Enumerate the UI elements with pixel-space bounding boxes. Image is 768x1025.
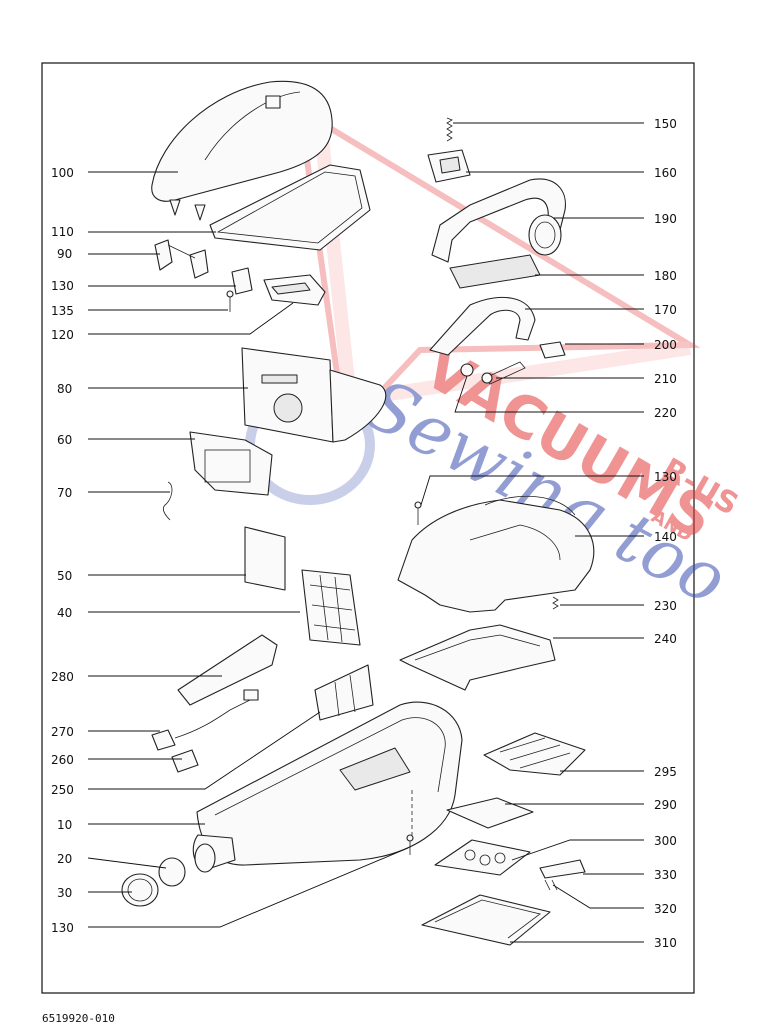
part-180-plate: [449, 254, 541, 289]
label-110: 110: [51, 225, 74, 239]
label-270: 270: [51, 725, 74, 739]
label-320: 320: [654, 902, 677, 916]
watermark-v-shape: [296, 104, 701, 437]
part-310-cover: [421, 894, 551, 946]
part-30-ring: [121, 873, 159, 907]
labels-left: 100 110 90 130 135 120 80 60 70 50 40 28…: [51, 166, 74, 935]
label-90: 90: [57, 247, 72, 261]
label-180: 180: [654, 269, 677, 283]
label-290: 290: [654, 798, 677, 812]
label-120: 120: [51, 328, 74, 342]
label-210: 210: [654, 372, 677, 386]
part-230-spring: [552, 596, 559, 610]
part-130-connector: [231, 267, 253, 295]
label-10: 10: [57, 818, 72, 832]
label-330: 330: [654, 868, 677, 882]
label-280: 280: [51, 670, 74, 684]
part-170-grip: [429, 296, 536, 356]
label-70: 70: [57, 486, 72, 500]
part-20-cap: [158, 857, 186, 887]
label-170: 170: [654, 303, 677, 317]
part-190-handle: [431, 178, 566, 263]
part-300-hex-filter: [434, 839, 531, 876]
label-250: 250: [51, 783, 74, 797]
part-240-frame: [399, 624, 556, 691]
part-260-plug: [171, 749, 199, 773]
label-130-b: 130: [654, 470, 677, 484]
part-70-spring-wire: [162, 481, 173, 521]
part-120-switch-block: [263, 274, 326, 306]
part-10-main-body: [192, 701, 463, 873]
part-330-latch: [539, 859, 586, 879]
label-140: 140: [654, 530, 677, 544]
part-150-spring: [446, 117, 453, 142]
label-150: 150: [654, 117, 677, 131]
part-320-spring: [544, 879, 558, 891]
leader-lines: [87, 122, 644, 943]
part-110-cover-frame: [209, 164, 371, 251]
label-100: 100: [51, 166, 74, 180]
part-135-screw: [226, 290, 234, 312]
part-280-strip: [177, 634, 278, 706]
label-130-c: 130: [51, 921, 74, 935]
label-135: 135: [51, 304, 74, 318]
label-80: 80: [57, 382, 72, 396]
part-40-filter-frame: [301, 569, 361, 646]
part-140-upper-housing: [397, 495, 595, 613]
part-210-pin: [481, 361, 526, 385]
label-200: 200: [654, 338, 677, 352]
part-290-filter: [446, 797, 534, 829]
label-295: 295: [654, 765, 677, 779]
part-90-clips: [154, 239, 209, 279]
part-130-screw-right: [414, 501, 422, 525]
label-310: 310: [654, 936, 677, 950]
part-100-top-cover: [151, 80, 333, 221]
label-160: 160: [654, 166, 677, 180]
part-200-button: [539, 341, 566, 359]
part-270-cable: [151, 689, 259, 751]
label-230: 230: [654, 599, 677, 613]
label-60: 60: [57, 433, 72, 447]
part-60-bracket: [189, 431, 273, 496]
part-160-clip: [427, 149, 471, 183]
labels-right: 150 160 190 180 170 200 210 220 130 140 …: [654, 117, 677, 950]
label-260: 260: [51, 753, 74, 767]
part-295-grille: [483, 732, 586, 776]
label-50: 50: [57, 569, 72, 583]
label-130-a: 130: [51, 279, 74, 293]
label-300: 300: [654, 834, 677, 848]
part-250-grille: [314, 664, 374, 721]
diagram-frame: [41, 62, 695, 994]
label-20: 20: [57, 852, 72, 866]
part-130-screw-bottom: [406, 790, 414, 855]
part-50-filter-pad: [244, 526, 286, 591]
part-80-bag-holder: [241, 347, 387, 443]
label-240: 240: [654, 632, 677, 646]
label-30: 30: [57, 886, 72, 900]
label-220: 220: [654, 406, 677, 420]
part-220-nut: [460, 363, 474, 377]
label-40: 40: [57, 606, 72, 620]
label-190: 190: [654, 212, 677, 226]
diagram-code: 6519920-010: [42, 1012, 115, 1025]
